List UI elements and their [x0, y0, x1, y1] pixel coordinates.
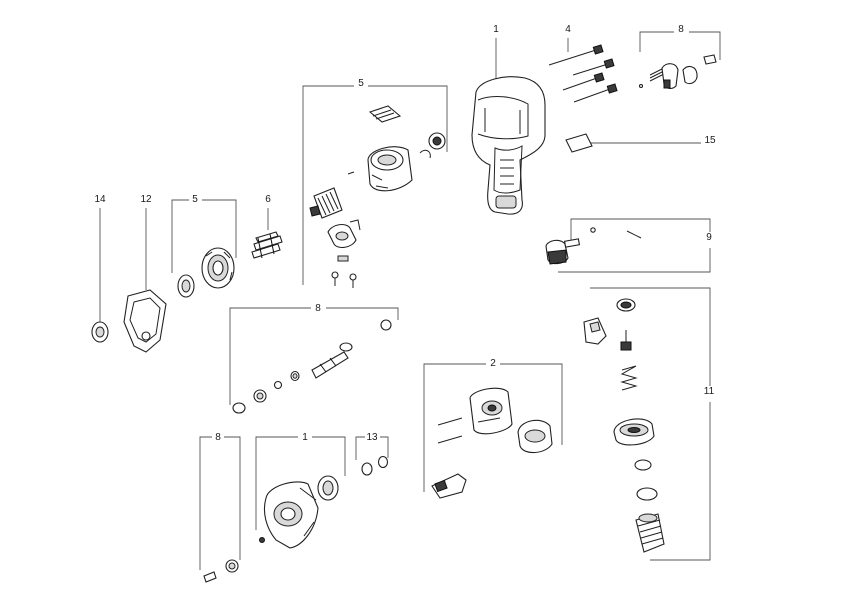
leader-lines: [99, 31, 721, 570]
callout-5-motor-group: 5: [358, 78, 364, 89]
bearing-pair: [177, 247, 235, 298]
shaft-assembly: [232, 319, 392, 414]
callout-15-label: 15: [704, 135, 716, 146]
motor-assembly: [309, 105, 446, 288]
callout-2-hammer: 2: [490, 358, 496, 369]
callout-9-regulator: 9: [706, 232, 712, 243]
rotor-vanes: [251, 231, 283, 259]
regulator-knob: [545, 227, 642, 265]
callout-5-bearing-group: 5: [192, 194, 198, 205]
tool-housing: [471, 76, 546, 215]
front-washer: [91, 321, 109, 343]
callout-6-vanes: 6: [265, 194, 271, 205]
valve-assembly: [583, 298, 665, 553]
callout-11-valve-group: 11: [704, 386, 715, 397]
callout-13-rings: 13: [366, 432, 378, 443]
small-screws: [203, 559, 239, 583]
o-rings-small: [361, 455, 389, 476]
callout-8-screws: 8: [215, 432, 221, 443]
gasket: [123, 289, 167, 353]
callout-8-trigger-parts: 8: [678, 24, 684, 35]
trigger-small-parts: [638, 54, 717, 89]
callout-4-bolts: 4: [565, 24, 571, 35]
label-plate: [565, 133, 593, 153]
callout-1-front-case: 1: [302, 432, 308, 443]
hammer-mechanism: [431, 387, 553, 499]
callout-14-washer: 14: [94, 194, 106, 205]
front-case: [259, 475, 339, 549]
callout-8-shaft-group: 8: [315, 303, 321, 314]
long-bolts: [548, 44, 618, 103]
callout-1-housing: 1: [493, 24, 499, 35]
callout-12-gasket: 12: [140, 194, 152, 205]
